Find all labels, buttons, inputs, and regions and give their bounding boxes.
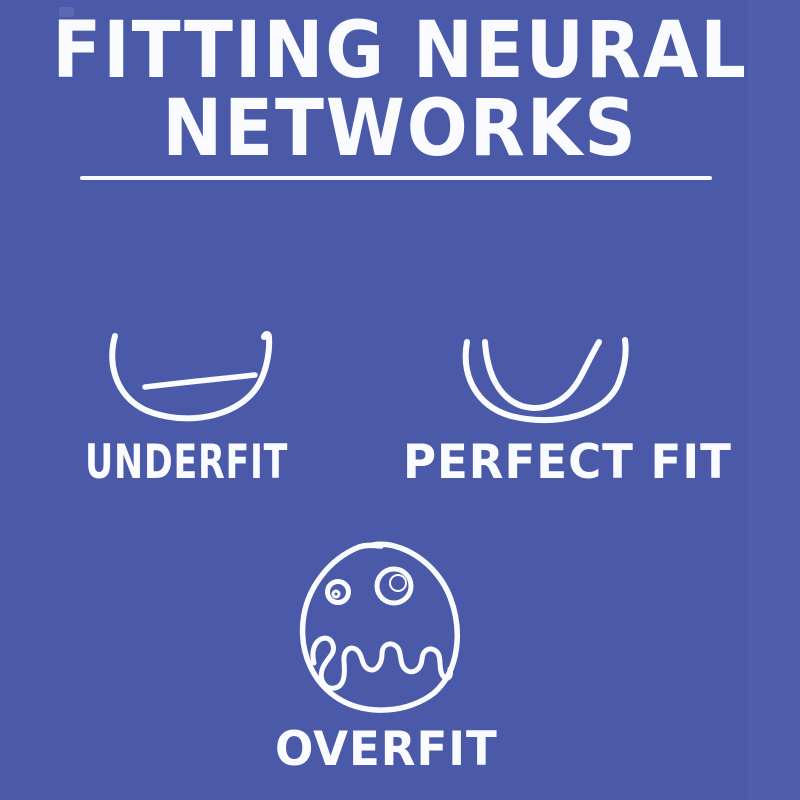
overfit-squiggle-fit-line bbox=[310, 635, 453, 691]
perfect-fit-bowl-outline bbox=[462, 337, 629, 424]
overfit-right-pupil bbox=[389, 574, 407, 592]
overfit-left-eye bbox=[325, 579, 351, 605]
title-line-2: NETWORKS bbox=[162, 84, 638, 174]
overfit-label: OVERFIT bbox=[275, 722, 498, 777]
overfit-left-pupil bbox=[331, 589, 341, 599]
underfit-flat-fit-line bbox=[142, 372, 258, 390]
overfit-blob-monster-icon bbox=[299, 541, 460, 713]
perfect-fit-bowl-parabola-icon bbox=[462, 337, 629, 424]
faint-scan-artifact bbox=[59, 7, 74, 17]
overfit-blob-outline bbox=[299, 541, 460, 713]
page-title: FITTING NEURAL NETWORKS bbox=[32, 12, 768, 168]
title-line-1: FITTING NEURAL bbox=[52, 6, 748, 96]
underfit-label: UNDERFIT bbox=[85, 435, 289, 490]
perfect-fit-label: PERFECT FIT bbox=[403, 435, 732, 490]
title-underline bbox=[80, 176, 712, 180]
overfit-right-eye bbox=[374, 566, 414, 606]
underfit-bowl-flat-line-icon bbox=[109, 331, 273, 422]
underfit-bowl-outline bbox=[109, 331, 273, 422]
perfect-fit-parabola-curve bbox=[482, 339, 602, 411]
